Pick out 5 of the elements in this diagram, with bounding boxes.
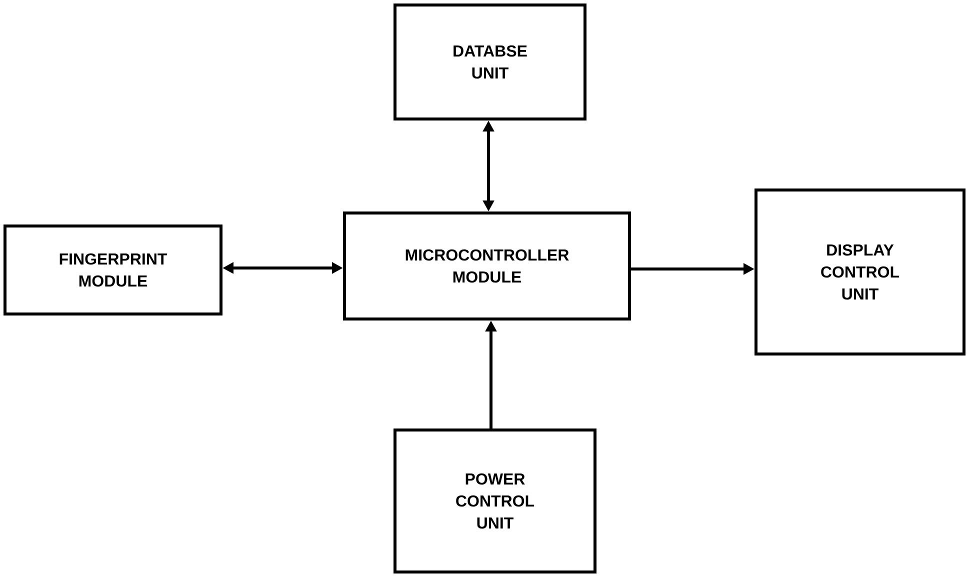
block-box: MICROCONTROLLER MODULE <box>343 212 631 320</box>
block-box: DISPLAY CONTROL UNIT <box>754 188 966 356</box>
block-box: DATABSE UNIT <box>394 4 586 120</box>
block-box: FINGERPRINT MODULE <box>4 224 222 316</box>
block-box: POWER CONTROL UNIT <box>394 428 596 574</box>
